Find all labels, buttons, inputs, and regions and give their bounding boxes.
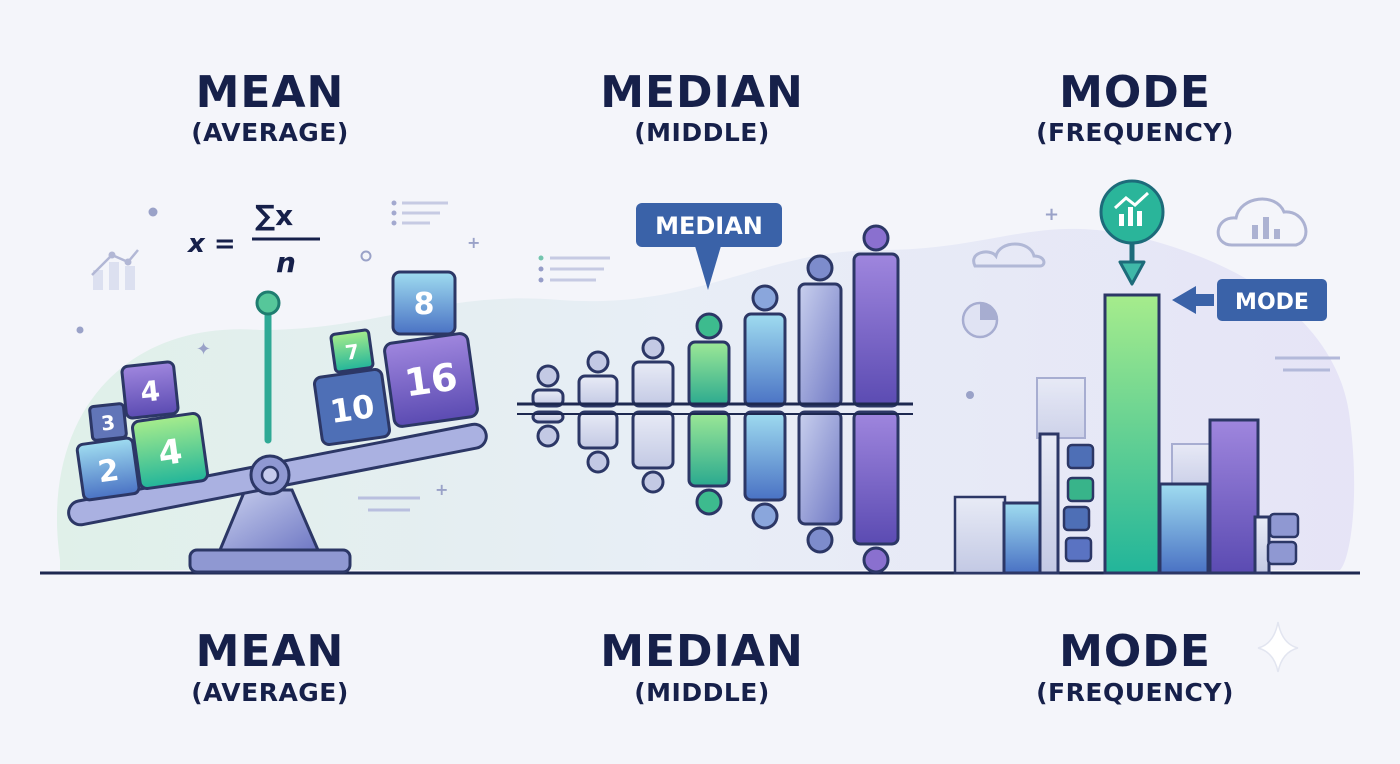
median-figure <box>577 350 619 474</box>
mode-bars <box>1002 293 1271 575</box>
decor-dot <box>76 326 84 334</box>
svg-text:2: 2 <box>96 453 122 491</box>
right-block-7: 7 <box>329 328 375 374</box>
mode-bar-highlighted <box>1103 293 1161 575</box>
median-figure <box>743 284 787 530</box>
svg-text:10: 10 <box>328 387 377 431</box>
cloud-chart-icon <box>1216 197 1308 247</box>
list-lines-icon <box>538 255 610 283</box>
formula-lhs: x = <box>186 229 236 259</box>
mode-title-bottom: MODE <box>1059 626 1211 677</box>
left-block-4-top: 4 <box>120 360 180 420</box>
decor-plus: + <box>435 480 448 499</box>
median-callout: MEDIAN <box>636 203 782 290</box>
right-block-10: 10 <box>313 368 391 446</box>
svg-text:8: 8 <box>414 287 435 322</box>
mode-bg-bar <box>1171 443 1213 485</box>
mode-title-top: MODE <box>1059 67 1211 118</box>
line-chart-icon <box>91 249 139 290</box>
mode-small-squares <box>1062 443 1300 566</box>
mean-title-bottom: MEAN <box>195 626 345 677</box>
formula-denominator: n <box>276 246 296 279</box>
median-subtitle-bottom: (MIDDLE) <box>634 678 770 707</box>
median-subtitle-top: (MIDDLE) <box>634 118 770 147</box>
median-figure <box>531 364 565 448</box>
svg-text:3: 3 <box>100 410 116 435</box>
median-illustration: MEDIAN <box>517 203 913 574</box>
mode-bar <box>1208 418 1260 575</box>
mode-bg-bar <box>953 495 1007 575</box>
decor-dot <box>148 207 158 217</box>
median-figure <box>852 224 900 574</box>
svg-text:4: 4 <box>156 432 185 475</box>
cloud-icon <box>972 242 1046 268</box>
formula-numerator: ∑x <box>255 199 293 232</box>
left-block-2: 2 <box>75 436 141 502</box>
svg-text:4: 4 <box>139 374 162 409</box>
left-block-4-green: 4 <box>131 412 209 490</box>
decor-dot <box>966 391 974 399</box>
mean-subtitle-top: (AVERAGE) <box>191 118 349 147</box>
trend-up-icon <box>1099 179 1165 286</box>
sparkle-icon <box>1257 621 1299 673</box>
median-figure-highlighted <box>687 312 731 516</box>
fulcrum-base <box>188 548 352 574</box>
pie-chart-icon <box>961 301 999 339</box>
median-figures <box>531 224 900 574</box>
needle-knob <box>255 290 281 316</box>
median-title-bottom: MEDIAN <box>600 626 804 677</box>
mean-subtitle-bottom: (AVERAGE) <box>191 678 349 707</box>
list-lines-icon <box>391 200 448 226</box>
median-title-top: MEDIAN <box>600 67 804 118</box>
decor-plus: ✦ <box>196 339 211 360</box>
decor-plus: + <box>1044 204 1059 225</box>
mode-bg-bar <box>1036 377 1086 439</box>
mode-subtitle-top: (FREQUENCY) <box>1036 118 1234 147</box>
median-figure <box>631 336 675 494</box>
mean-illustration: x = ∑x n ✦ + + <box>67 199 488 574</box>
mode-callout: MODE <box>1172 279 1327 321</box>
median-figure <box>797 254 843 554</box>
mode-bar <box>1158 482 1210 575</box>
mode-illustration: + MO <box>953 179 1340 575</box>
beam-pivot-cap <box>260 465 280 485</box>
mode-subtitle-bottom: (FREQUENCY) <box>1036 678 1234 707</box>
mode-callout-label: MODE <box>1235 290 1309 315</box>
mean-title-top: MEAN <box>195 67 345 118</box>
decor-plus: + <box>467 233 480 252</box>
right-block-8: 8 <box>391 270 457 336</box>
mode-bar <box>1038 432 1060 575</box>
median-callout-label: MEDIAN <box>655 212 763 240</box>
left-block-3: 3 <box>88 402 128 442</box>
right-block-16: 16 <box>383 332 479 428</box>
decor-ring <box>360 250 372 262</box>
svg-text:16: 16 <box>402 355 460 406</box>
svg-text:7: 7 <box>344 339 361 365</box>
